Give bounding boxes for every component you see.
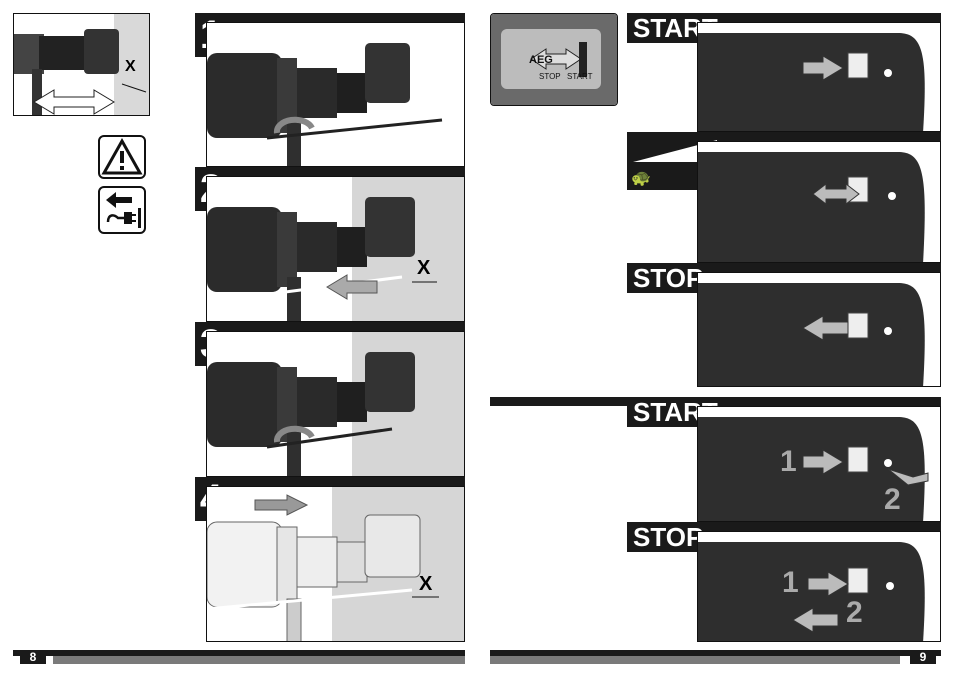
stop-illustration [698,273,941,387]
tool-brand-label: AEG [529,54,553,66]
tool-switch-thumbnail: AEG STOP START [490,13,618,106]
unplug-icon [98,186,146,234]
step-3-illustration [207,332,465,477]
warning-icon [98,135,146,179]
step-1-illustration [207,23,465,167]
page-number-left: 8 [20,650,46,664]
stop-unlock-illustration [698,532,941,642]
step-4-panel: X [206,486,465,642]
start-lock-panel: 1 2 [697,406,941,522]
stop-panel [697,272,941,387]
start-lock-illustration [698,407,941,522]
step-number-1: 1 [780,445,797,479]
step-3-panel [206,331,465,477]
stop-unlock-panel: 1 2 [697,531,941,642]
step-1-panel [206,22,465,167]
left-footer-bar [13,650,465,664]
start-panel [697,22,941,132]
overview-thumbnail: X [13,13,150,116]
tool-start-label: START [567,72,592,81]
page-number-right: 9 [910,650,936,664]
tool-switch-illustration [491,14,618,106]
step-2-panel: X [206,176,465,322]
dimension-x-label: X [125,58,136,76]
step-number-1: 1 [782,566,799,600]
step-4-illustration [207,487,465,642]
step-2-illustration [207,177,465,322]
right-footer-bar [490,650,941,664]
step-number-2: 2 [884,483,901,517]
tool-stop-label: STOP [539,72,561,81]
step-number-2: 2 [846,596,863,630]
dimension-x-label: X [419,573,432,596]
dimension-x-label: X [417,257,430,280]
turtle-icon: 🐢 [631,168,651,188]
start-illustration [698,23,941,132]
speed-illustration [698,142,941,263]
speed-panel [697,141,941,263]
